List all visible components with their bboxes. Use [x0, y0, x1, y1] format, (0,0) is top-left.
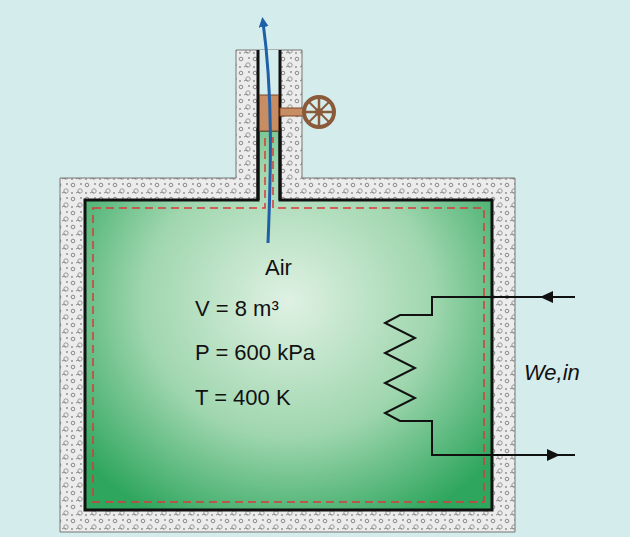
tank-interior: Air V = 8 m³ P = 600 kPa T = 400 K: [85, 200, 492, 510]
valve-handwheel: [304, 97, 334, 127]
label-holder: We,in: [524, 360, 580, 386]
insulation: [60, 50, 515, 532]
system-boundary: [93, 138, 484, 502]
state-value: T = 400 K: [195, 385, 291, 411]
wire-arrowhead: [547, 449, 560, 461]
wire-arrowhead: [540, 291, 553, 303]
tank-wall: [85, 130, 492, 510]
work-label: We,in: [524, 360, 580, 386]
gas-name: Air: [265, 255, 292, 281]
valve-stem: [280, 108, 304, 116]
state-value: V = 8 m³: [195, 296, 279, 322]
flow-arrow: [263, 22, 270, 243]
state-value: P = 600 kPa: [195, 340, 315, 366]
